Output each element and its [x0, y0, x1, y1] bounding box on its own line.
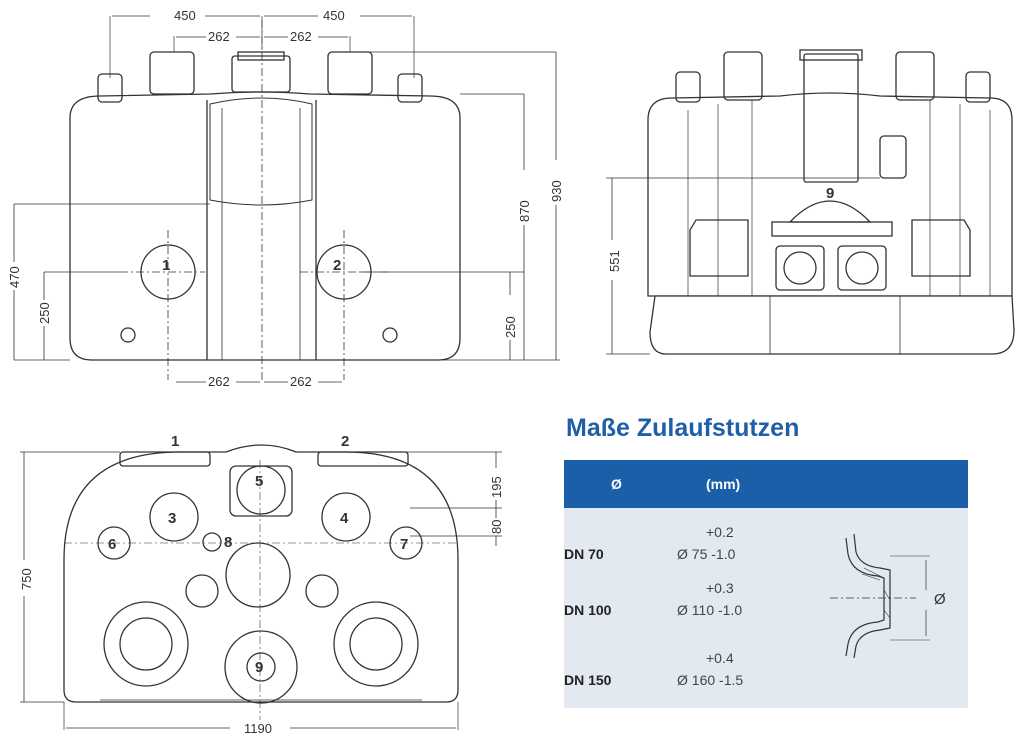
header-mm: (mm) [706, 476, 741, 492]
dim-750: 750 [19, 568, 34, 590]
top-label-8: 8 [224, 534, 232, 551]
table-body: +0.2 DN 70 Ø 75 -1.0 +0.3 DN 100 Ø 110 -… [564, 508, 968, 708]
row-dn: DN 70 [564, 546, 604, 562]
top-label-9: 9 [255, 659, 263, 676]
row-diameter: Ø 75 -1.0 [677, 546, 736, 562]
row-diameter: Ø 160 -1.5 [677, 672, 744, 688]
dim-80: 80 [489, 520, 504, 534]
table-row: +0.4 DN 150 Ø 160 -1.5 [564, 642, 968, 698]
nozzle-profile-diagram: Ø [830, 533, 946, 659]
dim-870: 870 [517, 200, 532, 222]
top-view-labels: 1 2 3 4 5 6 7 8 9 1190 750 195 80 [19, 433, 504, 734]
top-label-1: 1 [171, 433, 179, 450]
row-diameter: Ø 110 -1.0 [677, 602, 743, 618]
tolerance-upper: +0.4 [706, 650, 734, 666]
top-label-2: 2 [341, 433, 349, 450]
inlet-label-2: 2 [333, 257, 341, 274]
top-label-5: 5 [255, 473, 263, 490]
front-view [13, 15, 560, 383]
front-view-labels: 450 450 262 262 262 262 930 870 470 250 … [7, 8, 564, 389]
dim-930: 930 [549, 180, 564, 202]
row-dn: DN 100 [564, 602, 612, 618]
inlet-label-1: 1 [162, 257, 170, 274]
dim-250-left: 250 [37, 302, 52, 324]
tolerance-upper: +0.3 [706, 580, 734, 596]
header-diameter: Ø [611, 476, 622, 492]
table-title: Maße Zulaufstutzen [566, 414, 800, 442]
dim-250-right: 250 [503, 316, 518, 338]
row-dn: DN 150 [564, 672, 612, 688]
profile-diameter-symbol: Ø [934, 591, 946, 608]
dim-551: 551 [607, 250, 622, 272]
dim-195: 195 [489, 476, 504, 498]
table-row: +0.2 DN 70 Ø 75 -1.0 [564, 516, 968, 572]
side-view [606, 49, 1015, 355]
top-label-3: 3 [168, 510, 176, 527]
spec-table: Ø (mm) +0.2 DN 70 Ø 75 -1.0 +0.3 DN 100 … [564, 460, 968, 708]
side-view-labels: 551 9 [607, 185, 834, 272]
top-label-4: 4 [340, 510, 349, 527]
dim-262-bottom-right: 262 [290, 374, 312, 389]
dim-450-right: 450 [323, 8, 345, 23]
table-header: Ø (mm) [564, 460, 968, 508]
dim-450-left: 450 [174, 8, 196, 23]
top-view [20, 444, 502, 730]
top-label-7: 7 [400, 536, 408, 553]
dim-1190: 1190 [244, 721, 272, 734]
dim-262-top-left: 262 [208, 29, 230, 44]
tolerance-upper: +0.2 [706, 524, 734, 540]
side-label-9: 9 [826, 185, 834, 202]
top-label-6: 6 [108, 536, 116, 553]
dim-262-bottom-left: 262 [208, 374, 230, 389]
dim-262-top-right: 262 [290, 29, 312, 44]
dim-470: 470 [7, 266, 22, 288]
table-row: +0.3 DN 100 Ø 110 -1.0 [564, 572, 968, 628]
